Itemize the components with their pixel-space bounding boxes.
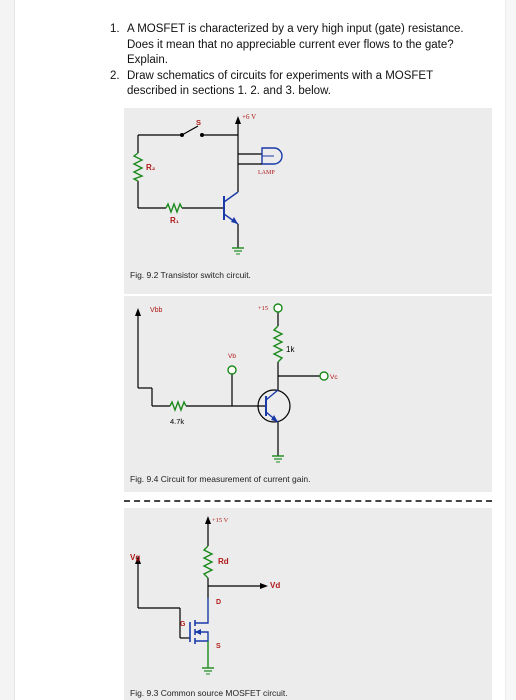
question-2: 2. Draw schematics of circuits for exper… [110, 69, 470, 100]
gate-label: G [180, 621, 186, 628]
question-list: 1. A MOSFET is characterized by a very h… [110, 22, 470, 100]
supply-label: +6 V [242, 113, 256, 121]
r1-label: R₁ [170, 216, 180, 225]
vg-label: Vg [130, 553, 140, 562]
figure-common-source-mosfet: +15 V Vg Rd Vd D G S Fig. 9.3 Common sou… [124, 508, 492, 700]
vb-label: Vb [228, 353, 236, 360]
right-page-edge [505, 0, 516, 700]
r2-label: R₂ [146, 163, 156, 172]
cut-off-text-line [124, 500, 492, 502]
vc-label: Vc [330, 374, 338, 381]
vbb-label: Vbb [150, 307, 163, 314]
figure-caption: Fig. 9.2 Transistor switch circuit. [130, 270, 251, 280]
question-text: A MOSFET is characterized by a very high… [127, 23, 464, 66]
common-source-schematic: +15 V Vg Rd Vd D G S [130, 516, 280, 675]
left-page-edge [0, 0, 15, 700]
question-number: 1. [110, 23, 120, 35]
rb-label: 4.7k [170, 417, 184, 426]
figure-caption: Fig. 9.4 Circuit for measurement of curr… [130, 474, 311, 484]
switch-label: S [196, 118, 201, 127]
vd-label: Vd [270, 581, 280, 590]
supply-label: +15 V [212, 517, 229, 524]
transistor-switch-schematic: +6 V S R₂ R₁ LAMP [132, 113, 283, 255]
figure-caption: Fig. 9.3 Common source MOSFET circuit. [130, 688, 288, 698]
lamp-label: LAMP [258, 170, 275, 176]
figure-current-gain: Vbb +15 1k Vb Vc 4.7k Fig. 9.4 Circuit f… [124, 296, 492, 492]
question-number: 2. [110, 69, 120, 82]
figure-transistor-switch: +6 V S R₂ R₁ LAMP Fig. 9.2 Transistor sw… [124, 108, 492, 294]
rd-label: Rd [218, 557, 229, 566]
question-1: 1. A MOSFET is characterized by a very h… [110, 22, 470, 69]
source-label: S [216, 643, 221, 650]
question-text: Draw schematics of circuits for experime… [127, 69, 433, 98]
current-gain-schematic: Vbb +15 1k Vb Vc 4.7k [135, 303, 338, 463]
supply-label: +15 [258, 305, 268, 312]
drain-label: D [216, 599, 221, 606]
rc-label: 1k [286, 345, 295, 354]
